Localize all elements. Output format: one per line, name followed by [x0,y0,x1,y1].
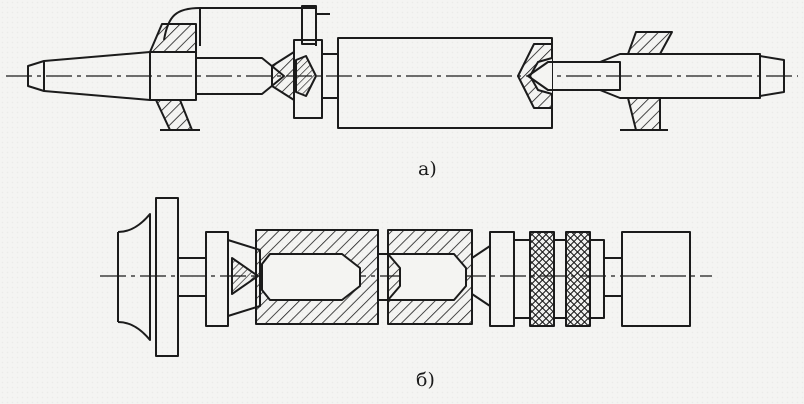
headstock-wall [149,23,197,53]
right-center-point [527,61,621,91]
workpiece-a [337,37,553,129]
knurled-nut-1 [529,231,555,327]
left-center-body [43,51,197,101]
faceplate-b [155,197,179,357]
right-center-body [599,53,761,99]
cone-collar [205,231,229,327]
spindle-b [117,213,151,341]
knurled-nut-2 [565,231,591,327]
diagram-b [100,197,712,357]
diagram-a [6,5,798,131]
caption-b: б) [416,369,435,391]
rear-collar [489,231,515,327]
tail-block-b [621,231,691,327]
tailstock-wall-top [627,31,673,55]
tailstock-wall-bottom [627,97,661,131]
right-center-tail [759,55,785,97]
caption-a: а) [418,158,437,180]
driver-bolt [301,5,317,45]
